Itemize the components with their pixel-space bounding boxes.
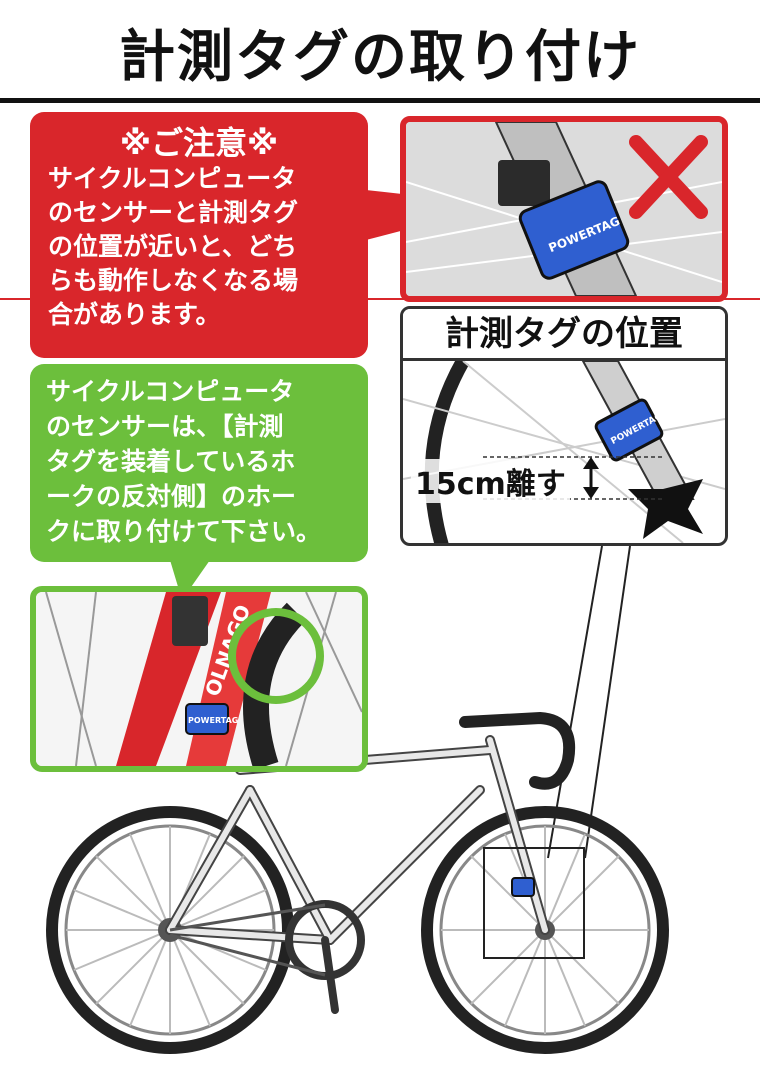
- red-guide-line: [0, 298, 760, 300]
- tag-position-label: 計測タグの位置: [403, 309, 725, 361]
- caution-text: サイクルコンピュータ のセンサーと計測タグ の位置が近いと、どち らも動作しなく…: [48, 164, 299, 329]
- instruction-box: サイクルコンピュータ のセンサーは、【計測 タグを装着しているホ ークの反対側】…: [30, 364, 368, 562]
- handlebar: [459, 711, 576, 790]
- double-arrow-icon: [583, 457, 599, 499]
- caution-box: ※ご注意※ サイクルコンピュータ のセンサーと計測タグ の位置が近いと、どち ら…: [30, 112, 368, 358]
- sensor-position-photo: POWERTAG OLNAGO: [30, 586, 368, 772]
- title-underline: [0, 98, 760, 103]
- caution-heading: ※ご注意※: [119, 124, 279, 162]
- wrong-position-photo: POWERTAG: [400, 116, 728, 302]
- distance-label: 15cm離す: [411, 459, 570, 503]
- page-title: 計測タグの取り付け: [119, 25, 641, 90]
- fork-detail-frame: [483, 847, 585, 959]
- tag-position-panel: 計測タグの位置 POWERTAG 15cm離す: [400, 306, 728, 546]
- tag-label-text-3: POWERTAG: [188, 716, 238, 725]
- x-mark-icon: [629, 135, 708, 219]
- chainring: [285, 900, 365, 980]
